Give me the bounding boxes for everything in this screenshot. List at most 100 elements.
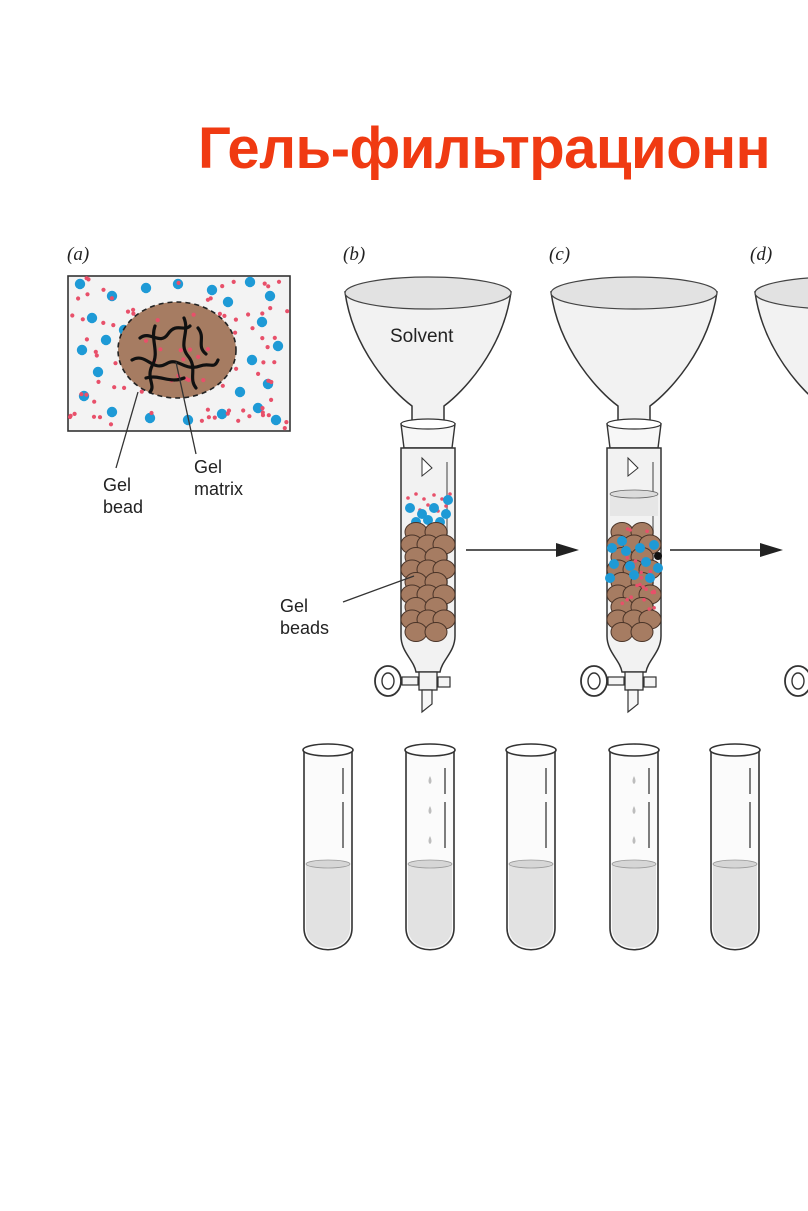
small-molecule <box>272 335 277 340</box>
small-molecule <box>285 309 290 314</box>
gel-matrix-label-line2: matrix <box>194 479 243 499</box>
panel-a-letter: (a) <box>67 244 89 265</box>
large-molecule <box>617 536 627 546</box>
small-molecule <box>101 320 106 325</box>
small-molecule <box>247 414 252 419</box>
small-molecule <box>625 597 629 602</box>
test-tube <box>404 743 456 951</box>
large-molecule <box>144 412 156 424</box>
large-molecule <box>206 284 218 296</box>
small-molecule <box>131 307 136 312</box>
inlet-tip <box>627 456 639 478</box>
small-molecule <box>139 389 144 394</box>
small-molecule <box>112 385 117 390</box>
tube-rim <box>608 743 660 757</box>
gel-beads-label-line1: Gel <box>280 596 308 616</box>
small-molecule <box>625 527 630 531</box>
small-molecule <box>113 361 118 366</box>
gel-bead-label-line1: Gel <box>103 475 131 495</box>
stopcock-stem <box>401 676 419 686</box>
small-molecule <box>206 415 211 420</box>
small-molecule <box>266 413 271 418</box>
inlet-tip <box>421 456 433 478</box>
large-molecule <box>140 282 152 294</box>
large-molecule <box>625 561 635 571</box>
small-molecule <box>176 280 181 285</box>
drip-drop <box>632 836 636 844</box>
tube-liquid <box>306 864 350 948</box>
small-molecule <box>620 601 625 606</box>
drip-drop <box>632 806 636 814</box>
small-molecule <box>70 313 75 318</box>
gel-bead-pointer <box>115 391 139 469</box>
drip-drop <box>428 776 432 784</box>
liquid-surface <box>407 859 453 869</box>
liquid-surface <box>305 859 351 869</box>
small-molecule <box>236 418 241 423</box>
stopcock-stem <box>607 676 625 686</box>
gel-bead-label-line2: bead <box>103 497 143 517</box>
tube-rim <box>709 743 761 757</box>
small-molecule <box>149 410 154 416</box>
small-molecule <box>208 296 213 301</box>
tube-liquid <box>713 864 757 948</box>
dark-marker <box>654 552 662 560</box>
small-molecule <box>225 411 230 416</box>
stopper-top <box>400 418 456 430</box>
stopcock-handle-inner <box>791 672 805 690</box>
small-molecule <box>266 284 271 289</box>
funnel <box>550 291 718 429</box>
small-molecule <box>92 399 97 404</box>
small-molecule <box>205 407 210 412</box>
large-molecule <box>222 296 234 308</box>
small-molecule <box>642 598 646 602</box>
solvent-layer <box>610 494 658 516</box>
large-molecule <box>423 515 433 525</box>
small-molecule <box>217 311 222 316</box>
test-tube <box>505 743 557 951</box>
small-molecule <box>76 296 81 301</box>
small-molecule <box>625 556 630 560</box>
small-molecule <box>109 296 114 301</box>
panel-b-letter: (b) <box>343 244 365 265</box>
small-molecule <box>641 585 645 589</box>
large-molecule <box>256 316 268 328</box>
solvent-label: Solvent <box>390 326 454 347</box>
small-molecule <box>131 311 136 316</box>
small-molecule <box>422 497 426 501</box>
small-molecule <box>256 371 261 376</box>
small-molecule <box>84 392 89 397</box>
small-molecule <box>187 347 193 352</box>
large-molecule <box>649 540 659 550</box>
solvent-surface <box>754 277 808 309</box>
small-molecule <box>633 559 638 563</box>
outlet-tip <box>421 689 433 714</box>
liquid-surface <box>508 859 554 869</box>
funnel <box>754 291 808 395</box>
gel-bead <box>404 622 428 642</box>
large-molecule <box>234 386 246 398</box>
small-molecule <box>406 496 410 500</box>
small-molecule <box>648 569 653 574</box>
small-molecule <box>181 357 186 362</box>
panel-a-illustration: Gel bead Gel matrix <box>67 275 291 517</box>
slide-title: Гель-фильтрационн <box>198 116 771 181</box>
small-molecule <box>93 349 98 354</box>
small-molecule <box>260 413 266 418</box>
test-tube <box>302 743 354 951</box>
large-molecule <box>252 402 264 414</box>
large-molecule <box>74 278 86 290</box>
small-molecule <box>272 360 277 365</box>
large-molecule <box>106 290 118 302</box>
small-molecule <box>414 492 418 496</box>
large-molecule <box>246 354 258 366</box>
panel-d-letter: (d) <box>750 244 772 265</box>
small-molecule <box>639 570 643 575</box>
small-molecule <box>68 413 73 418</box>
solvent-meniscus <box>609 489 659 499</box>
test-tube <box>608 743 660 951</box>
gel-bead <box>630 622 654 642</box>
panel-c-letter: (c) <box>549 244 570 265</box>
large-molecule <box>405 503 415 513</box>
